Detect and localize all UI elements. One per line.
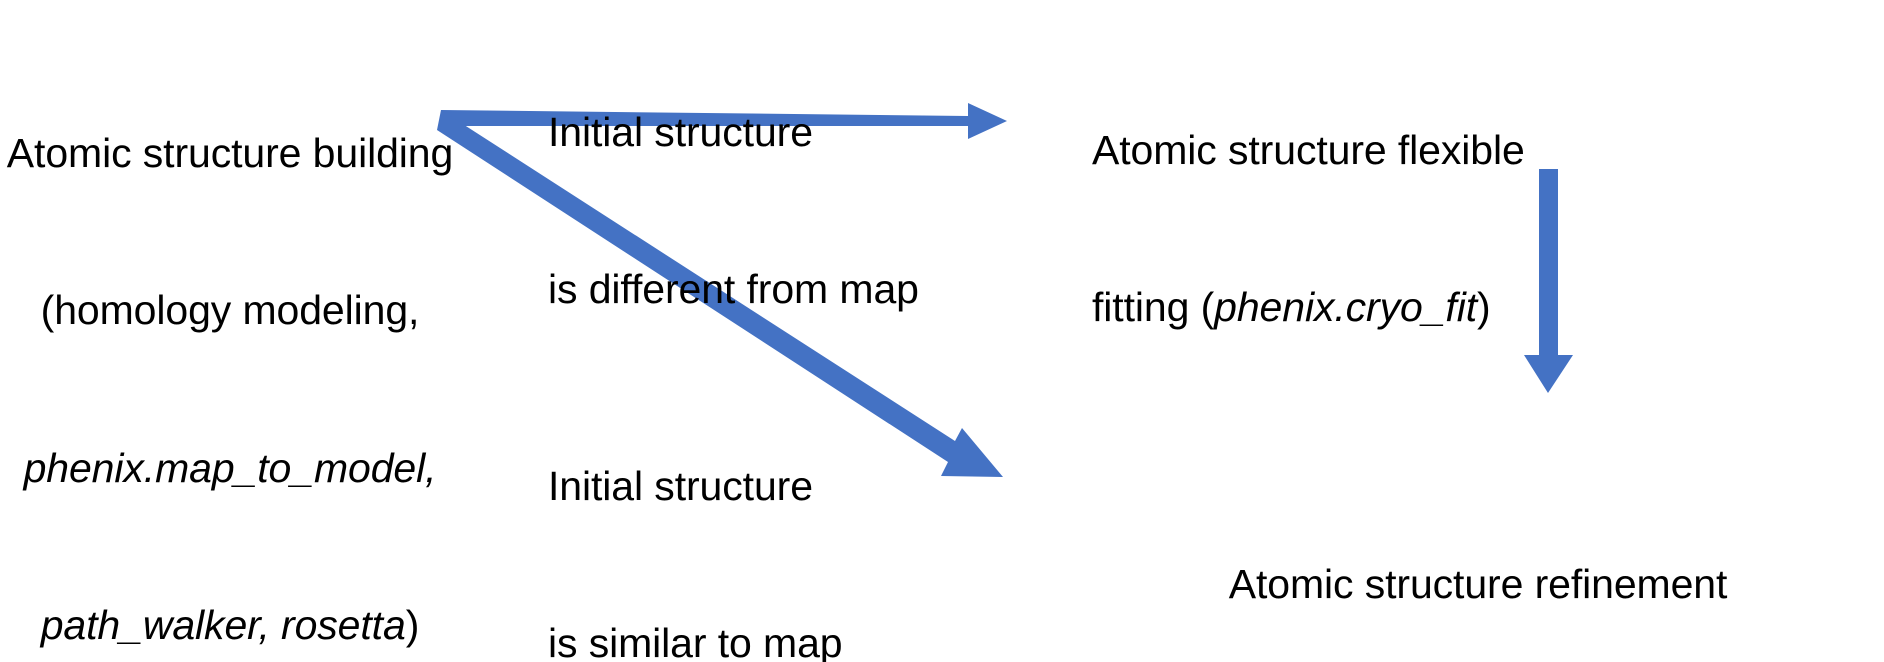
arrow-building-to-flexible-fitting [441,103,1007,139]
arrow-building-to-refinement-shape [437,110,1003,477]
building-line-3: phenix.map_to_model, [23,444,437,491]
edge-label-different-line-1: Initial structure [548,108,813,155]
edge-label-different-line-2: is different from map [548,266,919,313]
arrow-flexible-fitting-to-refinement [1524,169,1573,393]
arrow-building-to-refinement [437,110,1003,477]
edge-label-similar-line-2: is similar to map [548,620,843,662]
flexible-fitting-line-2-italic: phenix.cryo_fit [1214,284,1477,331]
atomic-structure-flexible-fitting-node: Atomic structure flexible fitting (pheni… [1092,19,1562,439]
flexible-fitting-line-2-head: fitting ( [1092,284,1215,331]
edge-label-similar-line-1: Initial structure [548,462,813,509]
edge-label-different: Initial structure is different from map [548,1,948,421]
building-line-1: Atomic structure building [6,129,454,176]
arrow-building-to-flexible-fitting-shape [441,103,1007,139]
building-line-2: (homology modeling, [40,287,420,334]
atomic-structure-refinement-node: Atomic structure refinement (phenix.real… [1072,453,1884,662]
building-line-4-italic: path_walker, rosetta [40,602,406,649]
atomic-structure-building-node: Atomic structure building (homology mode… [4,22,456,662]
refinement-line-1: Atomic structure refinement [1228,560,1728,607]
flexible-fitting-line-1: Atomic structure flexible [1092,126,1525,173]
arrow-flexible-fitting-to-refinement-shape [1524,169,1573,393]
building-line-4: path_walker, rosetta) [4,599,456,651]
flexible-fitting-line-2: fitting (phenix.cryo_fit) [1092,281,1562,333]
edge-label-similar: Initial structure is similar to map [548,355,948,662]
flexible-fitting-line-2-tail: ) [1477,284,1491,331]
building-line-4-tail: ) [405,602,420,649]
